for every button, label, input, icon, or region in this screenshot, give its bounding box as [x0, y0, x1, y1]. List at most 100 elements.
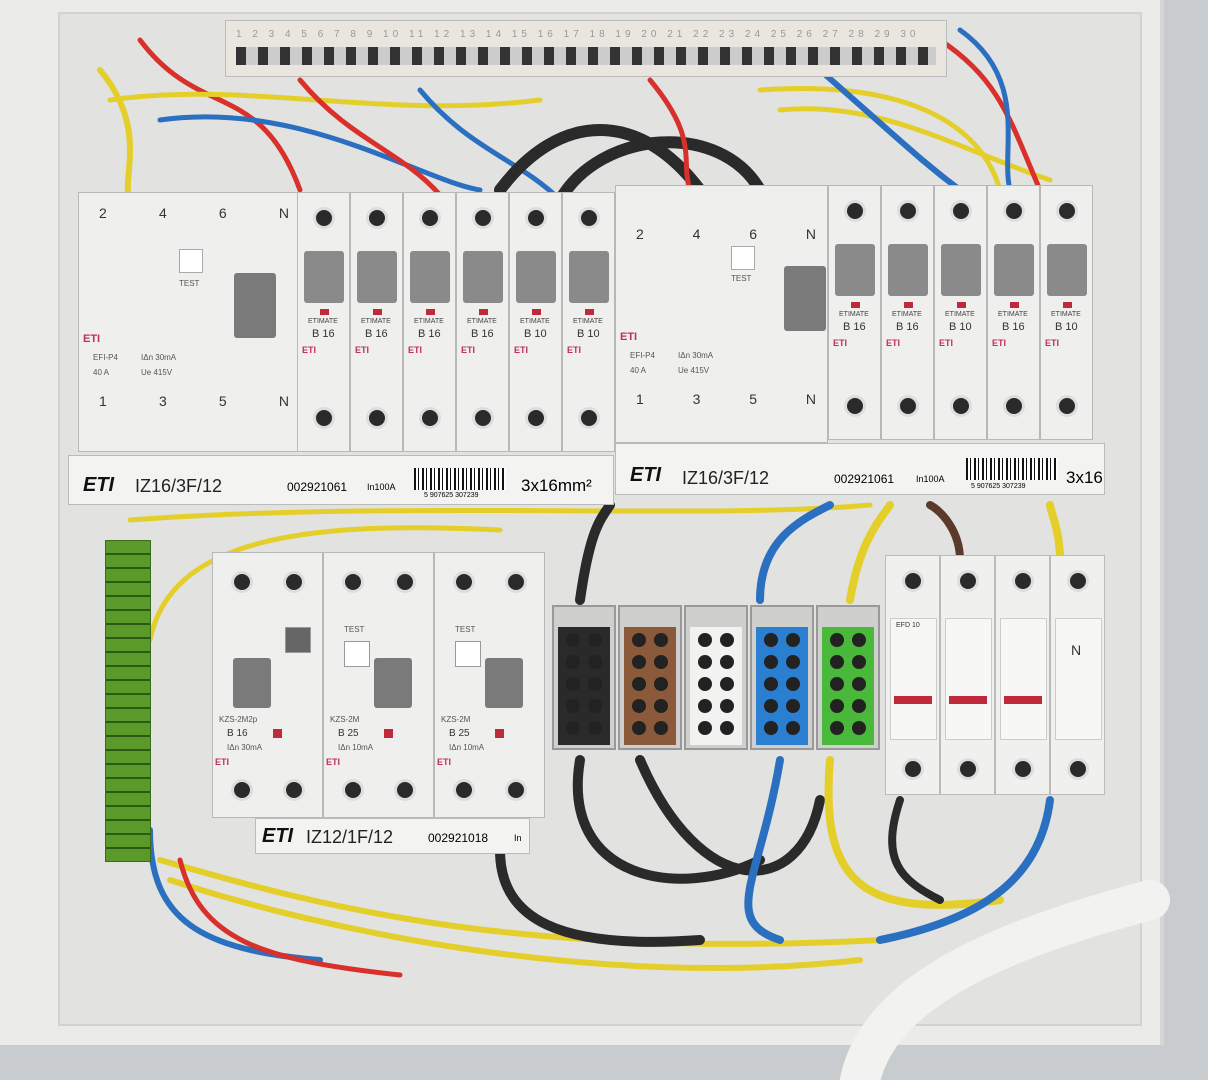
rcbo-rating: B 25 [338, 728, 359, 739]
terminal-hole [764, 655, 778, 669]
terminal-screw [231, 571, 253, 593]
rcbo-lever[interactable] [374, 658, 412, 708]
terminal-hole [764, 677, 778, 691]
mcb-breaker: ETIMATE B 16 ETI [403, 192, 456, 452]
mcb-lever[interactable] [941, 244, 981, 296]
terminal-screw [342, 779, 364, 801]
rcbo-model: KZS-2M [330, 715, 360, 724]
terminal-hole [654, 655, 668, 669]
distribution-block [684, 605, 748, 750]
fuse-carrier[interactable] [890, 618, 937, 740]
test-button[interactable] [455, 641, 481, 667]
rcd-lever[interactable] [784, 266, 826, 331]
terminal-hole [588, 677, 602, 691]
mcb-rating: B 16 [471, 328, 494, 340]
eti-logo: ETI [408, 345, 423, 355]
barcode-number: 5 907625 307239 [971, 483, 1026, 490]
terminal-hole [654, 677, 668, 691]
terminal-label: 1 [636, 391, 644, 407]
test-button[interactable] [731, 246, 755, 270]
rcd-lever[interactable] [234, 273, 276, 338]
busbar-screws [236, 47, 936, 65]
mcb-breaker: ETIMATE B 16 ETI [881, 185, 934, 440]
rcbo-lever[interactable] [485, 658, 523, 708]
terminal-label: N [278, 393, 289, 409]
rcd-sensitivity: IΔn 30mA [678, 351, 714, 360]
terminal-screw [283, 571, 305, 593]
mcb-lever[interactable] [994, 244, 1034, 296]
terminal-hole [764, 721, 778, 735]
test-button[interactable] [344, 641, 370, 667]
mcb-breaker: ETIMATE B 16 ETI [456, 192, 509, 452]
terminal-label: 6 [218, 205, 227, 221]
status-indicator [851, 302, 860, 308]
distribution-block [750, 605, 814, 750]
terminal-hole [786, 721, 800, 735]
terminal-hole [786, 655, 800, 669]
terminal-screw [950, 395, 972, 417]
fuse-carrier[interactable] [1055, 618, 1102, 740]
terminal-screw [366, 207, 388, 229]
terminal-hole [632, 633, 646, 647]
eti-logo: ETI [630, 464, 662, 486]
terminal-hole [588, 721, 602, 735]
rcbo-lever[interactable] [233, 658, 271, 708]
mcb-rating: B 16 [896, 321, 919, 333]
model-number: IZ16/3F/12 [682, 468, 770, 488]
terminal-screw [578, 407, 600, 429]
mcb-lever[interactable] [463, 251, 503, 303]
test-button[interactable] [285, 627, 311, 653]
test-button[interactable] [179, 249, 203, 273]
mcb-lever[interactable] [835, 244, 875, 296]
terminal-hole [566, 633, 580, 647]
mcb-lever[interactable] [569, 251, 609, 303]
rated-current: In100A [367, 482, 396, 492]
mcb-lever[interactable] [888, 244, 928, 296]
terminal-screw [1056, 200, 1078, 222]
terminal-screw [453, 779, 475, 801]
fuse-holder: N [1050, 555, 1105, 795]
test-label: TEST [731, 274, 752, 283]
terminal-screw [1012, 570, 1034, 592]
fuse-indicator [949, 696, 987, 704]
mcb-lever[interactable] [410, 251, 450, 303]
terminal-hole [632, 721, 646, 735]
mcb-breaker: ETIMATE B 16 ETI [297, 192, 350, 452]
rcd-rating: 40 A [93, 368, 110, 377]
terminal-screw [313, 407, 335, 429]
terminal-hole [852, 699, 866, 713]
mcb-breaker: ETIMATE B 16 ETI [987, 185, 1040, 440]
terminal-screw [505, 779, 527, 801]
rcbo-breaker: KZS-2M2p B 16 IΔn 30mA ETI [212, 552, 323, 818]
mcb-lever[interactable] [1047, 244, 1087, 296]
terminal-hole [852, 655, 866, 669]
fuse-holder [940, 555, 995, 795]
barcode [966, 458, 1058, 480]
mcb-lever[interactable] [357, 251, 397, 303]
mcb-breaker: ETIMATE B 10 ETI [509, 192, 562, 452]
terminal-screw [957, 570, 979, 592]
rcd-voltage: Ue 415V [141, 368, 173, 377]
terminal-hole [720, 721, 734, 735]
mcb-lever[interactable] [516, 251, 556, 303]
rcd-model: EFI-P4 [93, 353, 118, 362]
terminal-label: 1 [99, 393, 107, 409]
mcb-breaker: ETIMATE B 16 ETI [350, 192, 403, 452]
terminal-hole [566, 677, 580, 691]
terminal-screw [1003, 395, 1025, 417]
eti-logo: ETI [355, 345, 370, 355]
fuse-carrier[interactable] [945, 618, 992, 740]
terminal-hole [720, 655, 734, 669]
test-label: TEST [455, 625, 476, 634]
terminal-screw [525, 207, 547, 229]
terminal-screw [231, 779, 253, 801]
rcd-rating: 40 A [630, 366, 647, 375]
terminal-hole [764, 699, 778, 713]
terminal-label: 6 [749, 226, 758, 242]
mcb-brand: ETIMATE [573, 318, 603, 325]
busbar-numbers: 1 2 3 4 5 6 7 8 9 10 11 12 13 14 15 16 1… [236, 29, 920, 40]
terminal-hole [698, 699, 712, 713]
fuse-carrier[interactable] [1000, 618, 1047, 740]
mcb-lever[interactable] [304, 251, 344, 303]
terminal-hole [720, 677, 734, 691]
